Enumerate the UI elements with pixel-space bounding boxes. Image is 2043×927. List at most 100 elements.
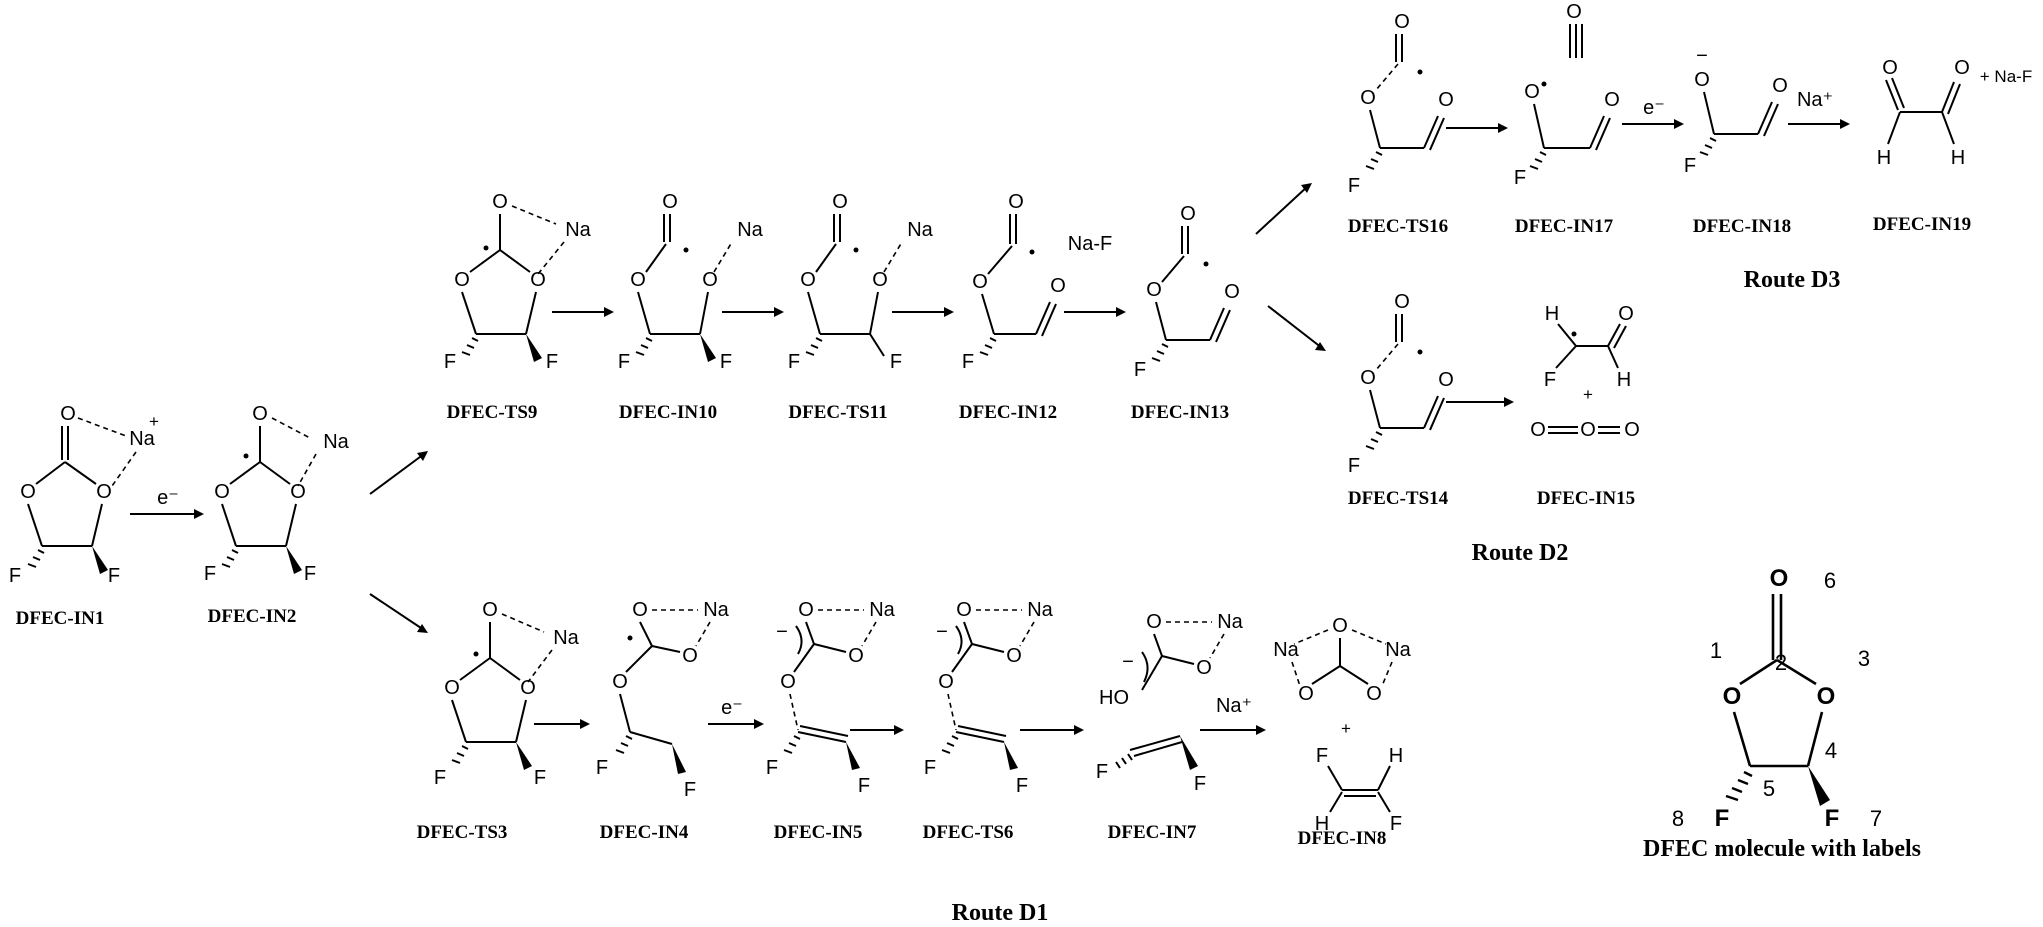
svg-text:F: F <box>1390 813 1402 835</box>
svg-text:O: O <box>454 269 470 291</box>
svg-text:Na: Na <box>907 219 933 241</box>
svg-text:O: O <box>1723 683 1742 710</box>
svg-text:1: 1 <box>1710 638 1722 663</box>
svg-text:4: 4 <box>1825 738 1837 763</box>
svg-text:F: F <box>890 351 902 373</box>
svg-text:Na: Na <box>1217 611 1243 633</box>
molecule-dfec-in17: O O O F <box>1514 1 1620 189</box>
molecule-dfec-in19: O O H H + Na-F <box>1877 57 2032 169</box>
svg-text:−: − <box>936 621 948 643</box>
svg-text:O: O <box>1882 57 1898 79</box>
svg-text:Na: Na <box>323 431 349 453</box>
label-dfec-ts14: DFEC-TS14 <box>1348 488 1449 509</box>
molecule-dfec-ts16: O O O F <box>1348 11 1454 197</box>
label-dfec-in8: DFEC-IN8 <box>1298 828 1387 849</box>
svg-text:O: O <box>1196 657 1212 679</box>
svg-text:5: 5 <box>1763 776 1775 801</box>
svg-text:O: O <box>1298 683 1314 705</box>
svg-text:O: O <box>832 191 848 213</box>
svg-text:O: O <box>1524 81 1540 103</box>
svg-text:F: F <box>924 757 936 779</box>
reagent-electron: e⁻ <box>721 697 743 719</box>
svg-text:O: O <box>1624 419 1640 441</box>
svg-text:F: F <box>766 757 778 779</box>
svg-text:O: O <box>1817 683 1836 710</box>
svg-text:F: F <box>204 563 216 585</box>
svg-text:O: O <box>20 481 36 503</box>
svg-text:F: F <box>1825 805 1840 832</box>
svg-text:Na: Na <box>129 428 155 450</box>
svg-text:O: O <box>662 191 678 213</box>
svg-text:O: O <box>444 677 460 699</box>
svg-text:−: − <box>776 621 788 643</box>
svg-text:O: O <box>1772 75 1788 97</box>
svg-text:O: O <box>1180 203 1196 225</box>
route-d1-label: Route D1 <box>952 900 1049 926</box>
label-dfec-in13: DFEC-IN13 <box>1131 402 1229 423</box>
svg-text:+: + <box>1341 719 1351 738</box>
svg-text:F: F <box>962 351 974 373</box>
label-dfec-ts6: DFEC-TS6 <box>923 822 1014 843</box>
svg-text:H: H <box>1315 813 1329 835</box>
svg-text:O: O <box>482 599 498 621</box>
svg-text:Na-F: Na-F <box>1068 233 1112 255</box>
reagent-sodium-ion: Na⁺ <box>1216 695 1252 717</box>
svg-text:Na: Na <box>565 219 591 241</box>
svg-text:O: O <box>872 269 888 291</box>
svg-text:F: F <box>858 775 870 797</box>
label-dfec-ts9: DFEC-TS9 <box>447 402 538 423</box>
svg-text:Na: Na <box>1027 599 1053 621</box>
molecule-dfec-in8: O Na Na O O + F H H F <box>1273 615 1411 835</box>
molecule-dfec-ts9: O Na O O F F <box>444 191 592 373</box>
svg-text:F: F <box>546 351 558 373</box>
svg-text:O: O <box>1050 275 1066 297</box>
svg-text:O: O <box>1332 615 1348 637</box>
label-dfec-in15: DFEC-IN15 <box>1537 488 1635 509</box>
svg-text:−: − <box>1696 45 1708 67</box>
svg-text:O: O <box>96 481 112 503</box>
svg-text:O: O <box>1394 11 1410 33</box>
svg-text:O: O <box>938 671 954 693</box>
svg-text:O: O <box>1566 1 1582 23</box>
label-dfec-ts16: DFEC-TS16 <box>1348 216 1448 237</box>
svg-text:F: F <box>1134 359 1146 381</box>
svg-text:H: H <box>1877 147 1891 169</box>
label-dfec-in7: DFEC-IN7 <box>1108 822 1197 843</box>
svg-text:O: O <box>702 269 718 291</box>
molecule-dfec-in10: O O O Na F F <box>618 191 764 373</box>
svg-text:O: O <box>1224 281 1240 303</box>
svg-text:O: O <box>848 645 864 667</box>
svg-text:F: F <box>1514 167 1526 189</box>
molecule-dfec-ts14: O O O F <box>1348 291 1454 477</box>
svg-text:O: O <box>1438 89 1454 111</box>
molecule-dfec-ts3: O Na O O F F <box>434 599 580 789</box>
svg-text:O: O <box>1954 57 1970 79</box>
svg-text:O: O <box>520 677 536 699</box>
svg-text:F: F <box>596 757 608 779</box>
label-dfec-in18: DFEC-IN18 <box>1693 216 1791 237</box>
svg-text:H: H <box>1951 147 1965 169</box>
svg-text:H: H <box>1617 369 1631 391</box>
svg-text:F: F <box>1316 745 1328 767</box>
svg-text:Na: Na <box>737 219 763 241</box>
label-dfec-in5: DFEC-IN5 <box>774 822 863 843</box>
svg-text:F: F <box>534 767 546 789</box>
molecule-dfec-ts6: O Na − O O F F <box>924 599 1054 797</box>
svg-text:F: F <box>9 565 21 587</box>
svg-text:F: F <box>684 779 696 801</box>
label-dfec-ts11: DFEC-TS11 <box>788 402 887 423</box>
route-d2-label: Route D2 <box>1472 540 1569 566</box>
label-dfec-in2: DFEC-IN2 <box>208 606 297 627</box>
label-dfec-in12: DFEC-IN12 <box>959 402 1057 423</box>
molecule-dfec-in4: O Na O O F F <box>596 599 730 801</box>
svg-text:O: O <box>1008 191 1024 213</box>
label-dfec-in10: DFEC-IN10 <box>619 402 717 423</box>
svg-text:F: F <box>444 351 456 373</box>
svg-text:F: F <box>1715 805 1730 832</box>
molecule-dfec-in5: O Na − O O F F <box>766 599 896 797</box>
svg-text:O: O <box>1360 87 1376 109</box>
svg-text:O: O <box>1618 303 1634 325</box>
svg-text:F: F <box>618 351 630 373</box>
svg-text:O: O <box>1006 645 1022 667</box>
reagent-sodium-ion: Na⁺ <box>1797 89 1833 111</box>
